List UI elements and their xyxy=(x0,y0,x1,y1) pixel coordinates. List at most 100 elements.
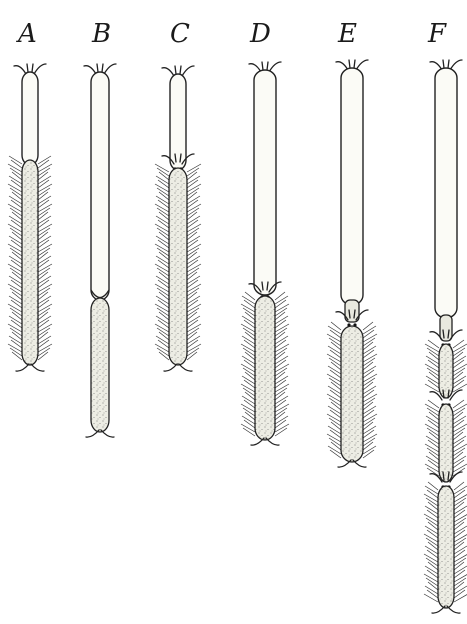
worm-e-bristle xyxy=(328,346,341,354)
worm-d-bristle xyxy=(242,336,255,344)
worm-d-bristle xyxy=(242,376,255,384)
worm-c-bristle xyxy=(187,176,200,184)
worm-b-antenna-left xyxy=(84,66,96,74)
worm-f-z2-posterior-zooid xyxy=(439,344,453,398)
worm-a-bristle xyxy=(9,176,22,184)
worm-a-bristle xyxy=(38,176,51,184)
worm-a-bristle xyxy=(38,216,51,224)
worm-a-bristle xyxy=(9,236,22,244)
worm-f-z4-bristle xyxy=(454,494,467,502)
worm-e-anterior-zooid xyxy=(341,68,363,305)
worm-d-bristle xyxy=(242,316,255,324)
worm-b xyxy=(84,64,116,437)
worm-f-z4-bristle xyxy=(425,486,438,494)
worm-a-bristle xyxy=(38,156,51,164)
worm-a-bristle xyxy=(9,296,22,304)
worm-c-bristle xyxy=(187,216,200,224)
worm-a-antenna-mid2 xyxy=(32,64,33,72)
worm-f-z4-bristle xyxy=(425,586,438,594)
worm-c-bristle xyxy=(187,336,200,344)
worm-d-antenna-right xyxy=(269,62,281,72)
worm-c-antenna-right xyxy=(182,66,194,76)
worm-e-posterior-zooid xyxy=(341,326,363,462)
worm-c-bristle xyxy=(156,216,169,224)
worm-d-bristle xyxy=(242,416,255,424)
worm-f-z3-bristle xyxy=(453,416,466,424)
worm-f-z4-bristle xyxy=(454,526,467,534)
worm-c-bristle xyxy=(187,296,200,304)
worm-f-z4-bristle xyxy=(454,586,467,594)
worm-d-antenna-mid xyxy=(262,62,263,70)
worm-a-bristle xyxy=(38,236,51,244)
panel-label-f: F xyxy=(427,19,447,49)
worm-e xyxy=(327,60,377,467)
worm-d-posterior-zooid xyxy=(255,296,275,440)
worm-f-z3-bristle xyxy=(426,456,439,464)
worm-c-antenna-mid xyxy=(175,66,176,74)
worm-a-bristle xyxy=(38,256,51,264)
worm-c-bristle xyxy=(156,236,169,244)
worm-f-z4-bristle xyxy=(454,534,467,542)
worm-e-bristle xyxy=(363,326,376,334)
worm-c xyxy=(155,66,201,371)
worm-c-bristle xyxy=(187,352,197,360)
worm-f-z4-bristle xyxy=(454,594,467,602)
worm-f-z4-bristle xyxy=(454,566,467,574)
worm-f-z4-bristle xyxy=(425,546,438,554)
worm-a-antenna-mid xyxy=(27,64,28,72)
worm-a-bristle xyxy=(9,196,22,204)
worm-f-z3-posterior-zooid xyxy=(439,404,453,482)
worm-e-bristle xyxy=(363,366,376,374)
worm-b-antenna-right xyxy=(104,64,116,74)
worm-c-bristle xyxy=(156,336,169,344)
worm-e-bristle xyxy=(363,446,376,454)
worm-c-bristle xyxy=(187,196,200,204)
worm-c-antenna-left xyxy=(162,68,174,76)
worm-e-antenna-right xyxy=(356,60,368,70)
worm-d-bristle xyxy=(275,376,288,384)
worm-e-bristle xyxy=(363,406,376,414)
worm-f-z4-bristle xyxy=(454,514,467,522)
worm-d-antenna-mid2 xyxy=(267,62,268,70)
worm-b-anterior-zooid xyxy=(91,72,109,300)
worm-f-z2-bristle xyxy=(426,356,439,364)
worm-a-bristle xyxy=(38,296,51,304)
worm-c-anterior-zooid xyxy=(170,74,186,170)
worm-f-z3-bristle xyxy=(427,468,439,476)
worm-f-z3-bristle xyxy=(426,416,439,424)
worm-f-antenna-mid2 xyxy=(448,60,449,68)
worm-c-bristle xyxy=(156,176,169,184)
worm-b-antenna-mid2 xyxy=(102,64,103,72)
worm-a-bristle xyxy=(9,156,22,164)
worm-c-bristle xyxy=(156,316,169,324)
worm-f-z4-bristle xyxy=(454,546,467,554)
worm-a-posterior-zooid xyxy=(22,160,38,365)
worm-a-bristle xyxy=(38,276,51,284)
worm-d-bristle xyxy=(275,316,288,324)
worm-a-bristle xyxy=(38,336,51,344)
worm-f-z4-bristle xyxy=(454,506,467,514)
worm-c-bristle xyxy=(156,296,169,304)
worm-a-bristle xyxy=(38,196,51,204)
worm-c-bristle xyxy=(156,196,169,204)
worm-d xyxy=(241,62,289,445)
worm-f-z4-bristle xyxy=(454,486,467,494)
worm-d-bristle xyxy=(275,416,288,424)
worm-e-bristle xyxy=(328,406,341,414)
worm-d-bristle xyxy=(242,296,255,304)
worm-a-anterior-zooid xyxy=(22,72,38,165)
worm-a-bristle xyxy=(38,352,48,360)
worm-f-z4-bristle xyxy=(424,594,438,602)
worm-a-tail-right xyxy=(31,364,44,371)
worm-e-antenna-mid xyxy=(349,60,350,68)
worm-e-bristle xyxy=(328,426,341,434)
panel-label-a: A xyxy=(16,19,37,49)
worm-f-z4-bristle xyxy=(425,566,438,574)
worm-c-bristle xyxy=(156,276,169,284)
worm-c-bristle xyxy=(187,276,200,284)
worm-e-bristle xyxy=(328,446,341,454)
worm-c-antenna-mid2 xyxy=(180,66,181,74)
worm-d-bristle xyxy=(242,396,255,404)
worm-f-z3-bristle xyxy=(426,436,439,444)
